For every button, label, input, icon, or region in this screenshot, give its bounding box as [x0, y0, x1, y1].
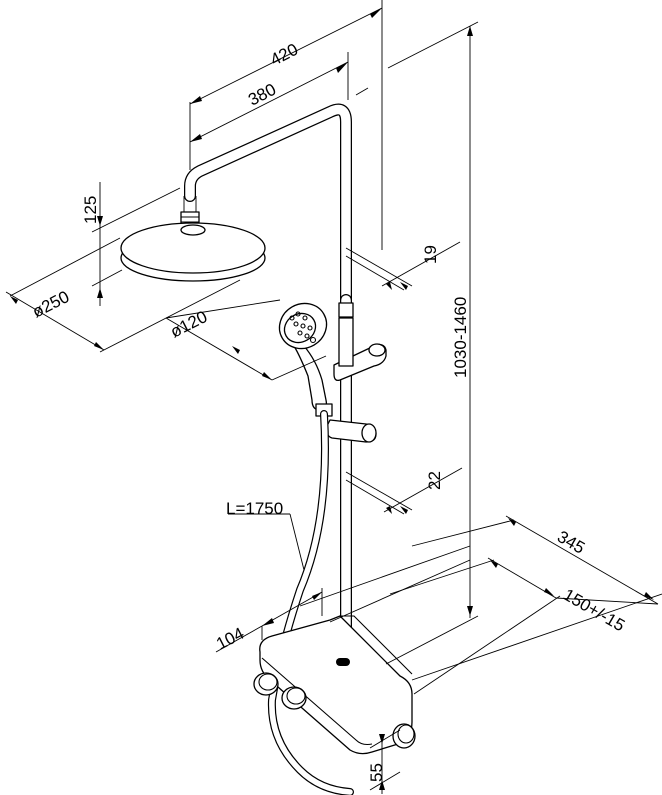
- label-380: 380: [245, 80, 279, 110]
- dimension-lines: [5, 0, 662, 794]
- label-height-range: 1030-1460: [451, 297, 470, 378]
- right-knob: [392, 723, 416, 749]
- slider-upper: [333, 302, 387, 382]
- label-104: 104: [213, 624, 247, 654]
- label-420: 420: [267, 40, 301, 70]
- label-150: 150+/-15: [560, 585, 628, 635]
- thermostat-body: [259, 615, 413, 755]
- label-125: 125: [81, 196, 100, 224]
- hand-shower: [278, 302, 328, 411]
- overhead-shower-head: [120, 222, 266, 282]
- label-diameter-120: ø120: [167, 307, 210, 342]
- label-hose-length: L=1750: [226, 499, 283, 518]
- label-22: 22: [425, 471, 444, 490]
- label-55: 55: [367, 763, 386, 782]
- label-19: 19: [421, 245, 440, 264]
- label-diameter-250: ø250: [29, 287, 72, 322]
- left-knob: [253, 672, 279, 696]
- middle-knob: [281, 686, 307, 710]
- label-345: 345: [554, 527, 588, 558]
